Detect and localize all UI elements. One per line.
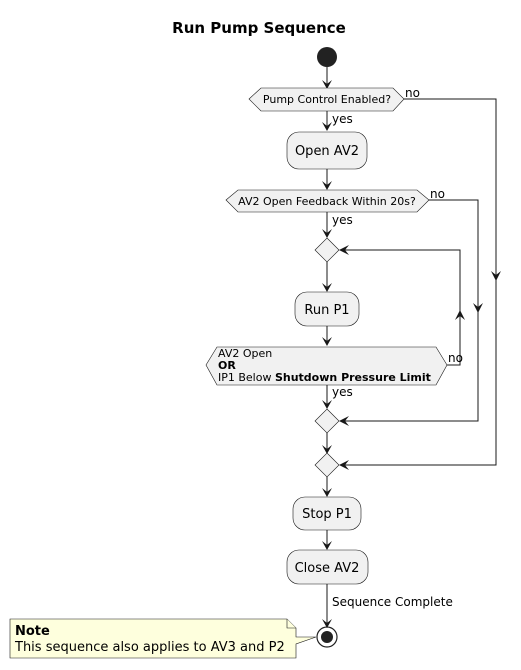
activity-close-av2-label: Close AV2 <box>295 561 360 576</box>
start-node <box>317 47 337 67</box>
decision-av2-feedback <box>225 189 430 213</box>
decision-av2-feedback-no-label: no <box>430 187 445 201</box>
decision-loop-exit-no-label: no <box>448 351 463 365</box>
flow-edges <box>322 67 501 628</box>
note-text: This sequence also applies to AV3 and P2 <box>14 640 285 655</box>
decision-loop-exit-line2: OR <box>218 359 236 372</box>
decision-av2-feedback-label: AV2 Open Feedback Within 20s? <box>238 195 416 208</box>
decision-loop-exit-line3-prefix: IP1 Below <box>218 371 275 384</box>
merge-diamond-pump-control <box>314 452 340 478</box>
activity-run-p1-label: Run P1 <box>304 303 349 318</box>
loop-merge-diamond <box>314 237 340 263</box>
decision-pump-control-yes-label: yes <box>332 112 353 126</box>
decision-loop-exit <box>205 346 448 386</box>
decision-pump-control <box>248 87 405 112</box>
activity-stop-p1 <box>292 496 362 531</box>
decision-av2-feedback-yes-label: yes <box>332 213 353 227</box>
note-heading: Note <box>15 624 50 639</box>
final-edge-label: Sequence Complete <box>332 595 453 609</box>
end-node <box>316 626 338 648</box>
decision-loop-exit-line1: AV2 Open <box>218 347 272 360</box>
merge-diamond-feedback <box>314 408 340 434</box>
decision-pump-control-label: Pump Control Enabled? <box>263 93 391 106</box>
decision-loop-exit-yes-label: yes <box>332 385 353 399</box>
activity-open-av2-label: Open AV2 <box>295 144 359 159</box>
sequence-note: Note This sequence also applies to AV3 a… <box>9 618 317 659</box>
decision-loop-exit-line3: IP1 Below Shutdown Pressure Limit <box>218 371 431 384</box>
activity-close-av2 <box>286 549 369 585</box>
decision-loop-exit-line3-bold: Shutdown Pressure Limit <box>275 371 431 384</box>
activity-run-p1 <box>294 291 360 327</box>
decision-pump-control-no-label: no <box>405 86 420 100</box>
diagram-title: Run Pump Sequence <box>172 19 346 37</box>
activity-stop-p1-label: Stop P1 <box>302 507 352 522</box>
activity-open-av2 <box>286 131 368 170</box>
